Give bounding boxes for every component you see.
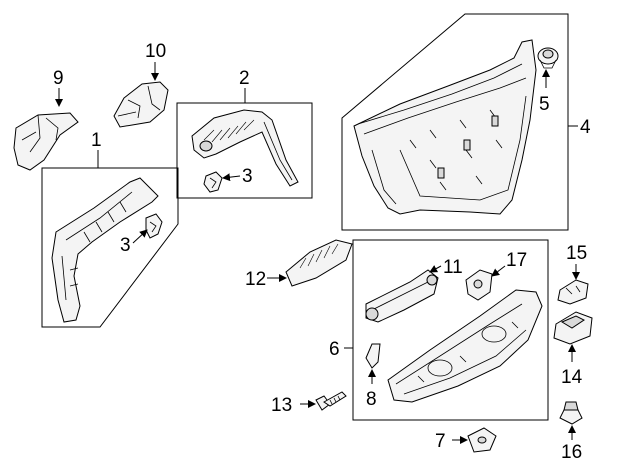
callout-9: 9: [53, 68, 64, 89]
part-6-handle-bezel[interactable]: [387, 289, 543, 403]
callout-5: 5: [539, 94, 550, 115]
callout-17: 17: [506, 250, 527, 271]
callout-7: 7: [435, 431, 446, 452]
callout-14: 14: [561, 367, 583, 388]
box-6: [352, 239, 549, 421]
part-14-switch[interactable]: [553, 311, 593, 345]
part-15-retainer[interactable]: [557, 279, 589, 305]
callout-8: 8: [366, 389, 377, 410]
callout-3b: 3: [242, 166, 253, 187]
part-12-trim-strip[interactable]: [285, 239, 353, 287]
part-9-trim-cap[interactable]: [13, 112, 79, 171]
leader-11: [429, 265, 442, 273]
part-16-push-nut[interactable]: [559, 401, 583, 425]
callout-16: 16: [561, 442, 582, 463]
part-10-bracket-trim[interactable]: [113, 81, 169, 128]
callout-11: 11: [443, 257, 463, 278]
leader-3a: [132, 229, 148, 244]
part-3-clip-b[interactable]: [203, 171, 223, 193]
part-11-handle[interactable]: [365, 269, 439, 323]
part-13-screw[interactable]: [315, 391, 347, 411]
callout-15: 15: [566, 243, 587, 264]
part-7-nut[interactable]: [467, 427, 497, 453]
callout-2: 2: [239, 68, 250, 89]
box-4: [341, 13, 569, 231]
callout-6: 6: [329, 339, 340, 360]
part-1-pillar-trim[interactable]: [51, 177, 159, 323]
callout-10: 10: [145, 41, 166, 62]
callout-13: 13: [271, 395, 292, 416]
callout-12: 12: [245, 269, 266, 290]
part-5-push-pin[interactable]: [537, 47, 559, 69]
leader-17: [491, 265, 506, 277]
part-17-bracket[interactable]: [465, 269, 493, 301]
leader-3b: [222, 173, 241, 182]
box-1: [41, 167, 179, 328]
callout-4: 4: [580, 117, 591, 138]
part-3-clip-a[interactable]: [145, 213, 163, 239]
part-8-clip[interactable]: [365, 343, 381, 369]
part-4-liftgate-panel[interactable]: [353, 39, 537, 215]
callout-3a: 3: [120, 235, 131, 256]
callout-1: 1: [91, 130, 102, 151]
part-2-upper-trim[interactable]: [191, 109, 299, 187]
